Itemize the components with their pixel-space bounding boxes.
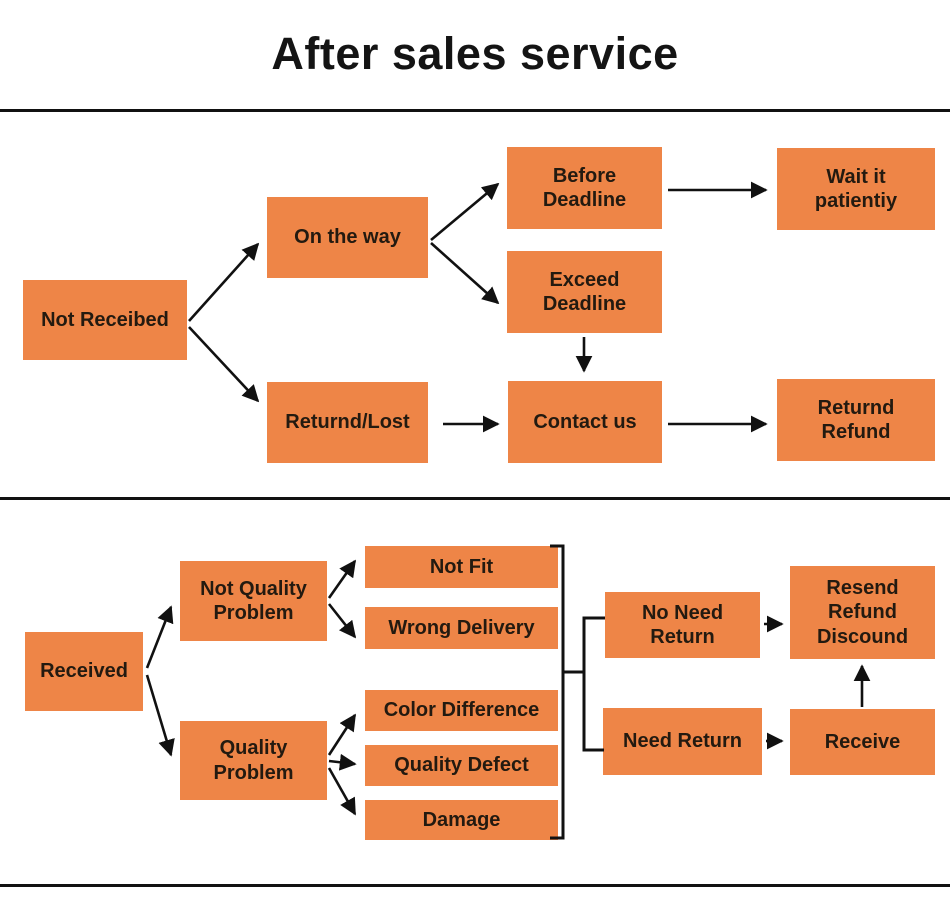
- node-color-difference: Color Difference: [365, 690, 558, 731]
- arrow-ontheway-beforedeadline: [430, 182, 500, 241]
- bracket-return-options: [582, 616, 605, 752]
- node-resend-refund-discound: Resend Refund Discound: [790, 566, 935, 659]
- node-receive: Receive: [790, 709, 935, 775]
- node-quality-defect: Quality Defect: [365, 745, 558, 786]
- arrow-notquality-wrongdelivery: [327, 603, 357, 639]
- node-wrong-delivery: Wrong Delivery: [365, 607, 558, 649]
- node-on-the-way: On the way: [267, 197, 428, 278]
- node-returned-lost: Returnd/Lost: [267, 382, 428, 463]
- arrow-notreceived-ontheway: [188, 242, 260, 322]
- arrow-quality-damage: [327, 767, 357, 816]
- node-contact-us: Contact us: [508, 381, 662, 463]
- section-divider-bottom: [0, 884, 950, 887]
- node-no-need-return: No Need Return: [605, 592, 760, 658]
- node-returned-refund: Returnd Refund: [777, 379, 935, 461]
- section-divider-middle: [0, 497, 950, 500]
- arrow-received-notquality: [145, 605, 174, 669]
- node-need-return: Need Return: [603, 708, 762, 775]
- node-not-quality-problem: Not Quality Problem: [180, 561, 327, 641]
- node-received: Received: [25, 632, 143, 711]
- arrow-quality-qualitydefect: [328, 753, 357, 771]
- node-exceed-deadline: Exceed Deadline: [507, 251, 662, 333]
- node-not-received: Not Receibed: [23, 280, 187, 360]
- node-quality-problem: Quality Problem: [180, 721, 327, 800]
- arrow-quality-colordifference: [327, 713, 357, 756]
- arrow-received-quality: [145, 674, 175, 757]
- arrow-notreceived-returnedlost: [188, 326, 260, 403]
- node-wait-it-patiently: Wait it patientiy: [777, 148, 935, 230]
- arrow-ontheway-exceeddeadline: [430, 242, 500, 305]
- node-not-fit: Not Fit: [365, 546, 558, 588]
- node-damage: Damage: [365, 800, 558, 840]
- node-before-deadline: Before Deadline: [507, 147, 662, 229]
- page-title: After sales service: [271, 28, 679, 79]
- arrow-notquality-notfit: [327, 559, 357, 599]
- section-divider-top: [0, 109, 950, 112]
